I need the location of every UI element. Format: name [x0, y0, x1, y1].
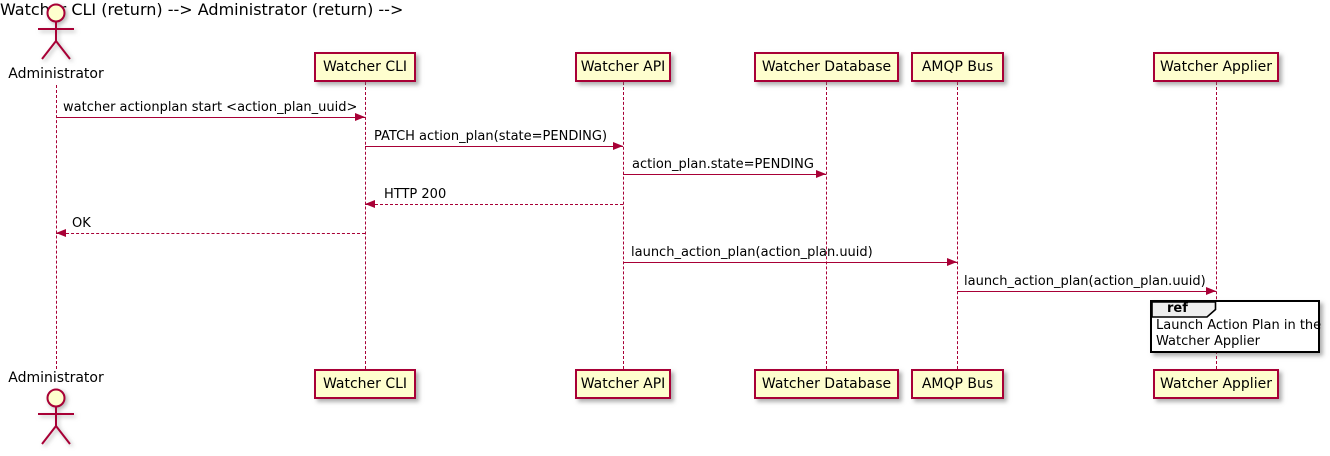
message-line: [56, 117, 365, 118]
message-label-actionplan-start: watcher actionplan start <action_plan_uu…: [63, 100, 358, 115]
participant-label: Watcher Database: [761, 376, 892, 392]
arrowhead-right-icon: [613, 142, 623, 150]
lifeline-watcher-cli: [365, 82, 366, 369]
message-label-ok: OK: [72, 216, 91, 231]
participant-watcher-applier-bottom: Watcher Applier: [1153, 369, 1279, 399]
arrowhead-right-icon: [816, 170, 826, 178]
participant-label: Watcher Applier: [1160, 59, 1272, 75]
participant-label: AMQP Bus: [921, 59, 994, 75]
participant-amqp-bus-top: AMQP Bus: [911, 52, 1004, 82]
arrowhead-right-icon: [1206, 287, 1216, 295]
lifeline-watcher-applier: [1216, 82, 1217, 369]
participant-watcher-applier-top: Watcher Applier: [1153, 52, 1279, 82]
ref-body: Launch Action Plan in the Watcher Applie…: [1152, 302, 1322, 350]
message-label-patch-action-plan: PATCH action_plan(state=PENDING): [374, 129, 608, 144]
arrowhead-left-icon: [365, 200, 375, 208]
message-label-state-pending: action_plan.state=PENDING: [632, 157, 814, 172]
arrowhead-right-icon: [355, 113, 365, 121]
actor-icon: [38, 3, 74, 60]
arrowhead-right-icon: [947, 258, 957, 266]
participant-watcher-cli-bottom: Watcher CLI: [314, 369, 416, 399]
participant-label: Watcher CLI: [322, 59, 408, 75]
message-line: [56, 233, 365, 234]
actor-icon-bottom: [38, 388, 74, 445]
participant-label: Watcher Database: [761, 59, 892, 75]
participant-watcher-database-bottom: Watcher Database: [754, 369, 899, 399]
ref-text-line: Launch Action Plan in the: [1156, 318, 1322, 333]
participant-label: Watcher API: [580, 59, 666, 75]
actor-label: Administrator: [8, 66, 104, 82]
ref-fragment: ref Launch Action Plan in the Watcher Ap…: [1150, 300, 1322, 353]
message-line: [623, 174, 826, 175]
participant-watcher-database-top: Watcher Database: [754, 52, 899, 82]
actor-label-bottom: Administrator: [8, 370, 104, 386]
participant-label: Watcher Applier: [1160, 376, 1272, 392]
participant-label: AMQP Bus: [921, 376, 994, 392]
lifeline-administrator: [56, 85, 57, 369]
message-line: [623, 262, 957, 263]
participant-label: Watcher API: [580, 376, 666, 392]
message-label-http-200: HTTP 200: [384, 187, 447, 202]
ref-tab: ref: [1151, 301, 1217, 318]
ref-keyword: ref: [1167, 301, 1188, 316]
participant-watcher-api-top: Watcher API: [575, 52, 671, 82]
participant-watcher-cli-top: Watcher CLI: [314, 52, 416, 82]
message-line: [365, 146, 623, 147]
message-line: [957, 291, 1216, 292]
message-label-launch-action-plan-api: launch_action_plan(action_plan.uuid): [631, 245, 873, 260]
ref-text-line: Watcher Applier: [1156, 334, 1260, 349]
participant-watcher-api-bottom: Watcher API: [575, 369, 671, 399]
lifeline-amqp-bus: [957, 82, 958, 369]
message-line: [365, 204, 623, 205]
message-label-launch-action-plan-amqp: launch_action_plan(action_plan.uuid): [964, 274, 1206, 289]
participant-label: Watcher CLI: [322, 376, 408, 392]
lifeline-watcher-api: [623, 82, 624, 369]
arrowhead-left-icon: [56, 229, 66, 237]
ref-tab-shape-icon: [1151, 301, 1217, 318]
participant-amqp-bus-bottom: AMQP Bus: [911, 369, 1004, 399]
lifeline-watcher-database: [826, 82, 827, 369]
